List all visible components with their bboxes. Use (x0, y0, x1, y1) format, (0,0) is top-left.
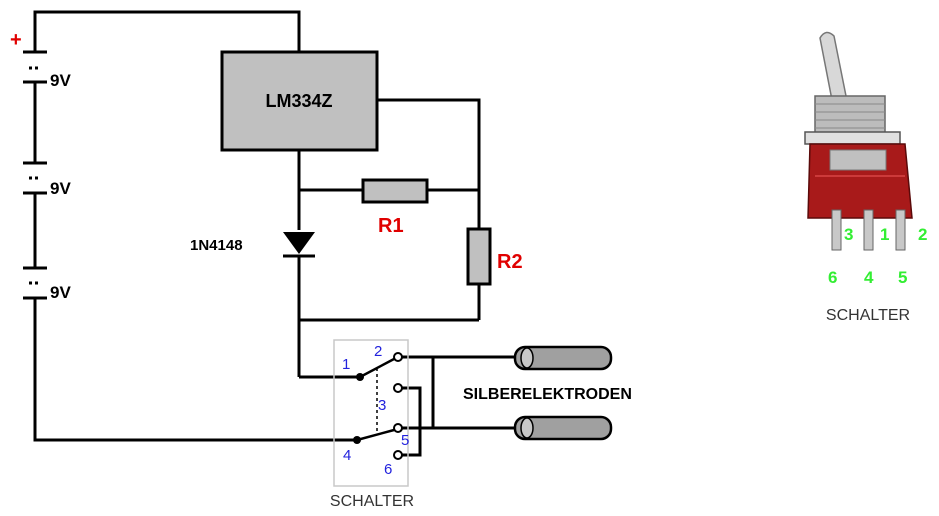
switch-pin-5-label: 5 (401, 432, 409, 449)
switch-schematic: 1 2 3 4 5 6 SCHALTER (330, 339, 414, 510)
resistor-r2-label: R2 (497, 251, 523, 273)
switch-pin-6-contact (393, 450, 403, 460)
regulator-label: LM334Z (265, 91, 332, 111)
switch-lever-lower (356, 428, 395, 442)
electrode-upper (513, 345, 613, 371)
resistor-r2: R2 (466, 227, 523, 286)
battery-plus-sign: + (10, 29, 22, 51)
toggle-pin-4-label: 4 (864, 268, 874, 287)
toggle-switch-illustration: 3 1 2 6 4 5 SCHALTER (804, 31, 927, 324)
switch-pin-3-contact (393, 383, 403, 393)
wire-pin3-cross (398, 386, 422, 457)
toggle-pin-6-label: 6 (828, 268, 837, 287)
battery: + 9V 9V 9V (10, 29, 71, 302)
switch-pin-6-label: 6 (384, 461, 392, 478)
wire-battery-bottom (33, 298, 357, 442)
toggle-nut (804, 131, 901, 145)
battery-cell-3: 9V (23, 266, 71, 302)
toggle-pin-5-label: 5 (898, 268, 907, 287)
toggle-terminals (831, 209, 906, 251)
switch-schematic-caption: SCHALTER (330, 493, 414, 510)
switch-pin-5-contact (393, 423, 403, 433)
electrodes: SILBERELEKTRODEN (463, 345, 632, 441)
switch-pin-2-contact (393, 352, 403, 362)
toggle-bushing (814, 95, 886, 137)
switch-outline (333, 339, 409, 487)
battery-cell-1: 9V (23, 50, 71, 90)
toggle-pin-3-label: 3 (844, 225, 853, 244)
switch-pin-3-label: 3 (378, 397, 386, 414)
battery-cell-3-label: 9V (50, 283, 71, 302)
switch-pin-4-label: 4 (343, 447, 351, 464)
toggle-lever (819, 31, 847, 101)
wires (33, 10, 515, 457)
battery-cell-2: 9V (23, 161, 71, 198)
resistor-r1-label: R1 (378, 215, 404, 237)
wire-reg-adj (377, 98, 481, 229)
diode-label: 1N4148 (190, 237, 243, 254)
electrodes-label: SILBERELEKTRODEN (463, 386, 632, 403)
regulator-lm334z: LM334Z (220, 50, 379, 152)
toggle-switch-caption: SCHALTER (826, 307, 910, 324)
wire-battery-top (33, 10, 301, 52)
toggle-pin-1-label: 1 (880, 225, 889, 244)
battery-cell-1-label: 9V (50, 71, 71, 90)
toggle-pin-2-label: 2 (918, 225, 927, 244)
electrode-lower (513, 415, 613, 441)
resistor-r1: R1 (361, 178, 429, 237)
switch-pin-2-label: 2 (374, 343, 382, 360)
switch-pin-1-label: 1 (342, 356, 350, 373)
diode-1n4148: 1N4148 (190, 232, 315, 258)
battery-cell-2-label: 9V (50, 179, 71, 198)
